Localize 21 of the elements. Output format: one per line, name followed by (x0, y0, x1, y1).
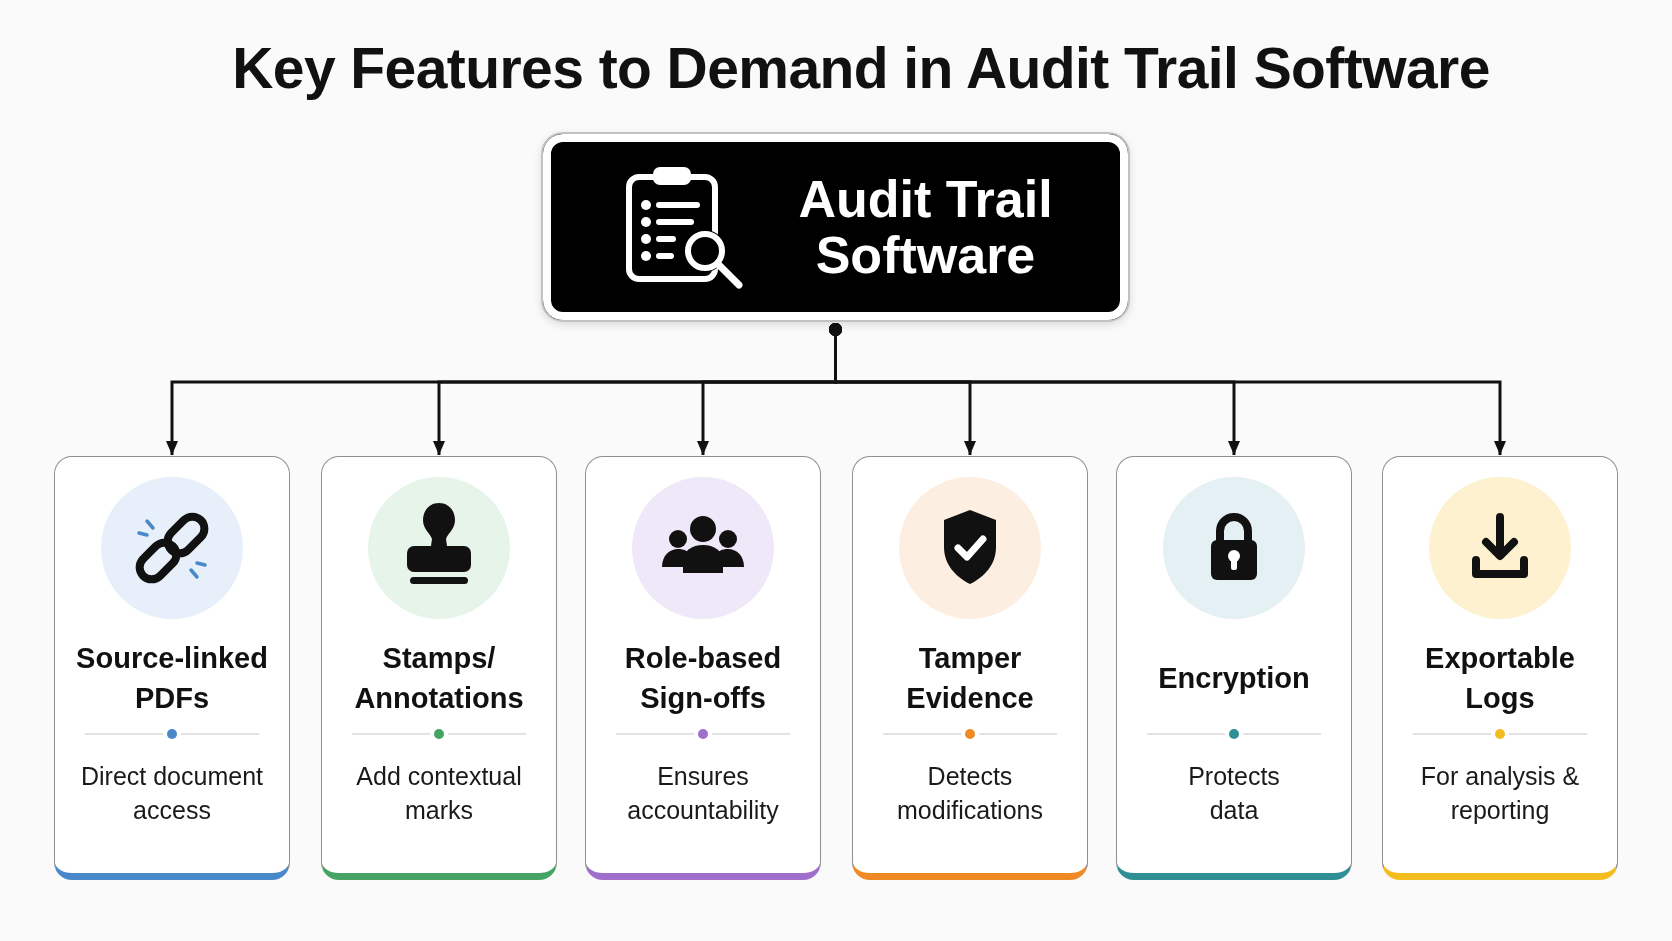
card-description: Direct document access (80, 761, 264, 826)
card-description: Ensures accountability (626, 761, 780, 826)
feature-card (852, 456, 1088, 880)
card-heading: Stamps/ Annotations (353, 641, 525, 716)
feature-card (321, 456, 557, 880)
main-box (541, 132, 1130, 322)
card-description: Protects data (1187, 761, 1281, 826)
feature-card (1116, 456, 1352, 880)
feature-card (1382, 456, 1618, 880)
feature-card (585, 456, 821, 880)
feature-card (54, 456, 290, 880)
card-heading: Encryption (1158, 661, 1310, 696)
card-heading: Tamper Evidence (905, 641, 1035, 716)
card-heading: Exportable Logs (1424, 641, 1576, 716)
main-title: Audit Trail Software (797, 171, 1054, 283)
card-heading: Source-linked PDFs (75, 641, 269, 716)
card-description: Detects modifications (896, 761, 1044, 826)
card-description: Add contextual marks (355, 761, 523, 826)
arrow (829, 323, 1506, 455)
card-description: For analysis & reporting (1419, 761, 1581, 826)
card-heading: Role-based Sign-offs (623, 641, 783, 716)
